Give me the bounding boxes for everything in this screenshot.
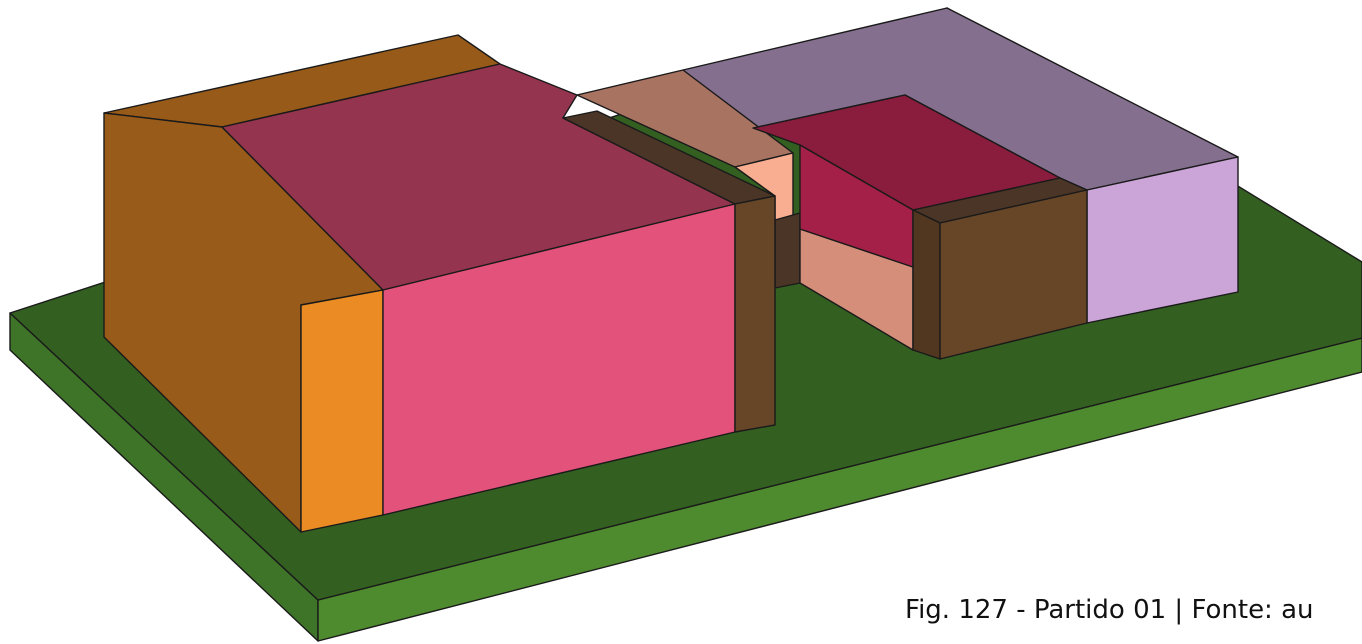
brown-volume-left: [912, 209, 941, 360]
brown-volume-front: [939, 189, 1088, 360]
figure-caption: Fig. 127 - Partido 01 | Fonte: au: [905, 595, 1314, 625]
orange-volume-front: [300, 289, 384, 533]
brown-fin-front: [734, 195, 776, 433]
salmon-volume-shadow-face: [774, 212, 801, 289]
